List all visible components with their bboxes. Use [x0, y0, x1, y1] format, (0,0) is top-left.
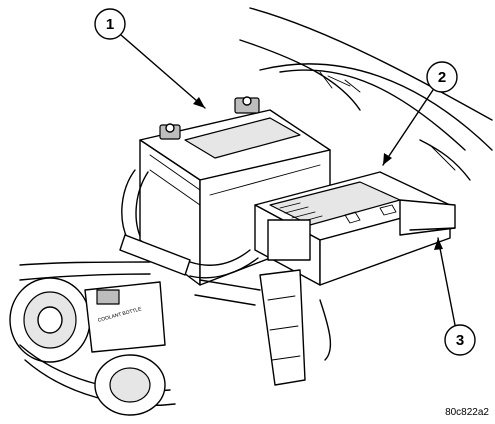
- hoses: [19, 169, 259, 281]
- callout-1: 1: [94, 8, 206, 109]
- battery-terminal-positive-icon: [234, 96, 260, 114]
- callout-3: 3: [434, 237, 476, 356]
- mounting-bracket: [194, 269, 332, 386]
- callout-3-number: 3: [456, 332, 464, 349]
- callout-2-number: 2: [438, 69, 446, 86]
- callout-1-number: 1: [106, 16, 114, 33]
- coolant-bottle: COOLANT BOTTLE: [84, 281, 166, 353]
- battery-terminal-negative-icon: [159, 123, 181, 140]
- callout-2: 2: [382, 61, 458, 166]
- power-distribution-center-cover: [399, 199, 456, 236]
- figure-code: 80c822a2: [445, 407, 489, 418]
- engine-pulleys: [9, 277, 176, 416]
- hood: [239, 7, 493, 181]
